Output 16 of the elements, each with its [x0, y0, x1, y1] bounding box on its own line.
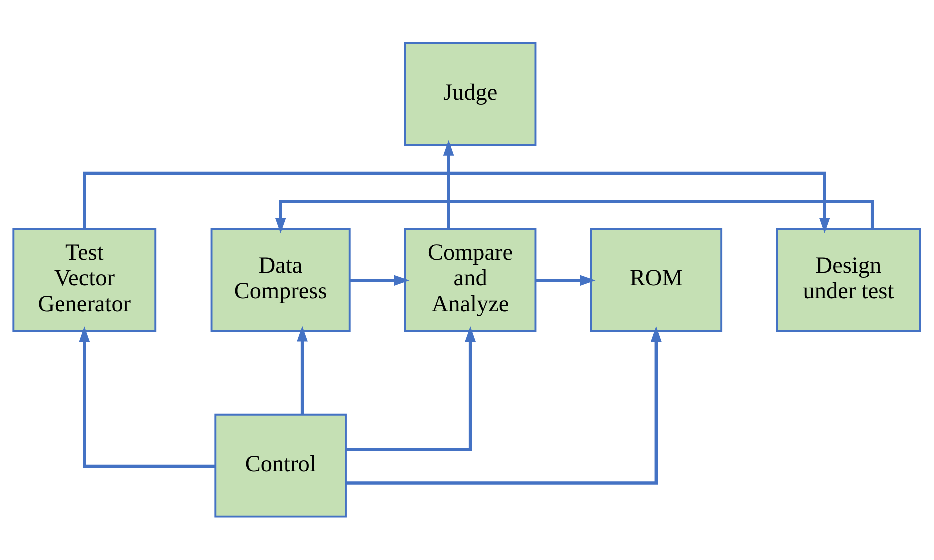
node-box: ROM: [590, 228, 723, 332]
arrow: [443, 140, 454, 229]
node-box: Judge: [404, 42, 537, 146]
arrow: [350, 275, 410, 286]
arrow: [297, 326, 308, 415]
arrow: [346, 326, 476, 452]
node-box: Control: [214, 414, 347, 518]
arrow: [536, 275, 596, 286]
node-box: Design under test: [776, 228, 922, 332]
node-box: Test Vector Generator: [12, 228, 157, 332]
arrow: [83, 172, 830, 234]
arrow: [346, 326, 662, 485]
node-box: Compare and Analyze: [404, 228, 537, 332]
node-box: Data Compress: [210, 228, 351, 332]
arrow: [275, 200, 874, 234]
arrow: [79, 326, 216, 468]
